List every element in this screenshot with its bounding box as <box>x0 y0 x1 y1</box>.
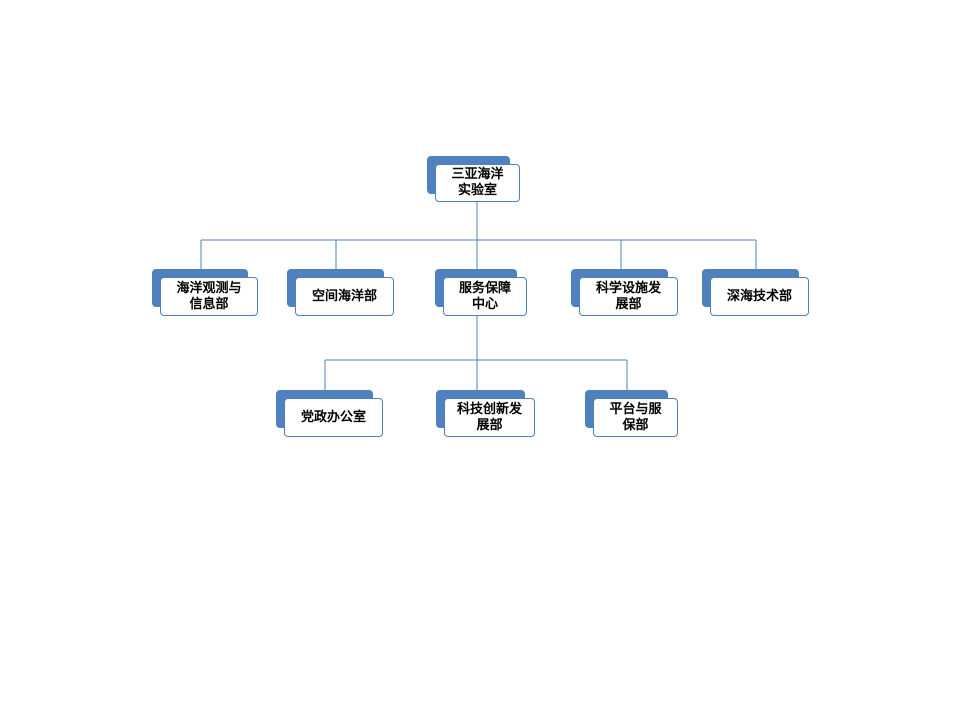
org-node-label: 服务保障中心 <box>443 277 527 316</box>
org-node-label: 海洋观测与信息部 <box>160 277 258 316</box>
org-node-tech-innovation: 科技创新发展部 <box>436 390 535 437</box>
org-node-service-center: 服务保障中心 <box>435 269 527 316</box>
org-node-label: 三亚海洋实验室 <box>435 164 520 202</box>
org-node-label: 平台与服保部 <box>593 398 678 437</box>
org-node-label: 党政办公室 <box>284 398 383 437</box>
org-node-platform-service: 平台与服保部 <box>585 390 678 437</box>
org-node-science-facility: 科学设施发展部 <box>571 269 678 316</box>
org-node-label: 科技创新发展部 <box>444 398 535 437</box>
org-node-label: 科学设施发展部 <box>579 277 678 316</box>
org-node-label: 深海技术部 <box>710 277 809 316</box>
org-node-space-ocean: 空间海洋部 <box>287 269 394 316</box>
org-node-ocean-observation: 海洋观测与信息部 <box>152 269 258 316</box>
org-node-root: 三亚海洋实验室 <box>427 156 520 202</box>
org-node-deep-sea: 深海技术部 <box>702 269 809 316</box>
org-node-party-office: 党政办公室 <box>276 390 383 437</box>
org-node-label: 空间海洋部 <box>295 277 394 316</box>
